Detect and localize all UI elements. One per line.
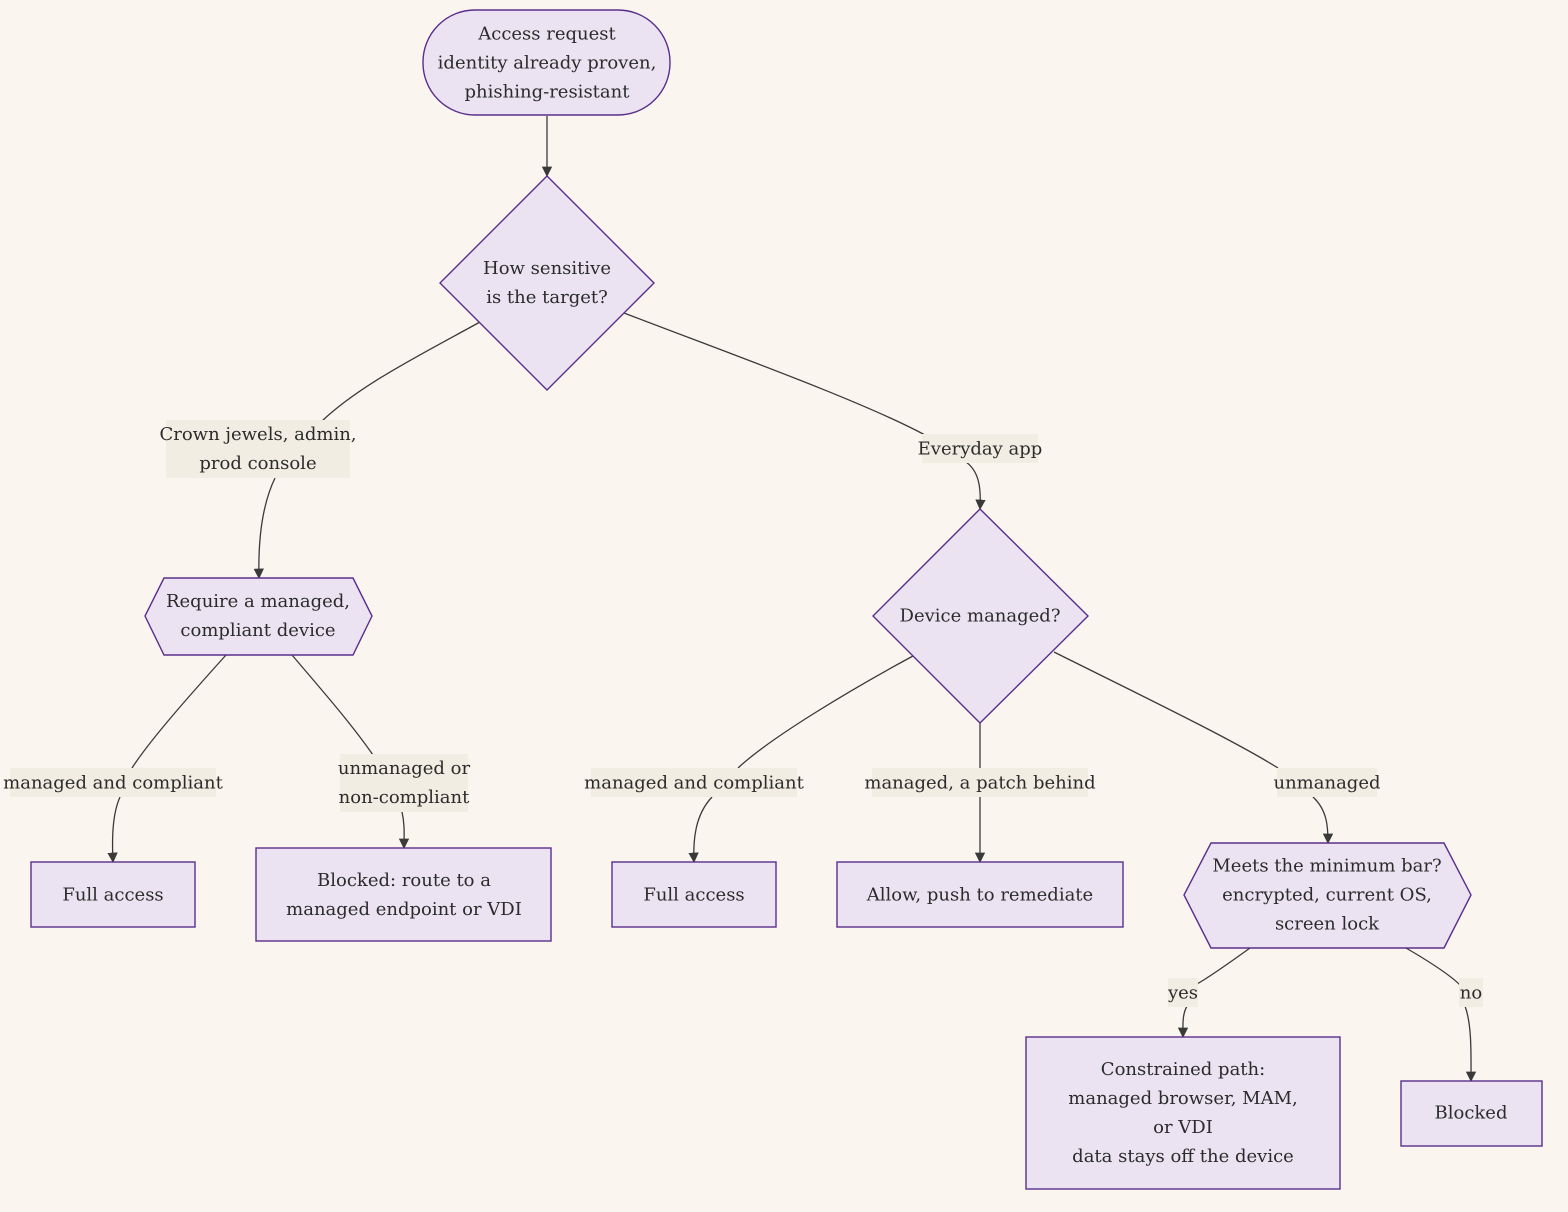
text-line: How sensitive xyxy=(483,258,611,279)
no-label-bg xyxy=(1459,978,1483,1007)
text-line: Crown jewels, admin, xyxy=(159,424,356,445)
edge-yes-label-to-constrained xyxy=(1177,1005,1189,1039)
edge-require-to-left-compliant-label xyxy=(131,654,227,769)
text-line: Access request xyxy=(477,24,616,45)
patch-behind-label-bg xyxy=(872,768,1088,797)
no-edge-label: no xyxy=(1460,983,1482,1004)
right-compliant-edge-label: managed and compliant xyxy=(584,773,804,794)
device-managed-decision-shape xyxy=(872,508,1089,724)
yes-edge-label: yes xyxy=(1167,983,1198,1004)
start-node-shape xyxy=(422,9,671,116)
noncompliant-label-bg xyxy=(340,754,468,812)
text-line: is the target? xyxy=(486,287,608,308)
noncompliant-edge-label: unmanaged or non-compliant xyxy=(338,758,471,808)
require-managed-hexagon xyxy=(144,577,373,656)
sensitivity-decision-label: How sensitive is the target? xyxy=(483,258,611,308)
text-line: Blocked: route to a xyxy=(317,870,491,891)
start-node-label: Access request identity already proven, ph… xyxy=(438,24,657,103)
crown-jewels-edge-label: Crown jewels, admin, prod console xyxy=(159,424,356,474)
text-line: Meets the minimum bar? xyxy=(1212,856,1441,877)
edge-minimum-bar-to-yes-label xyxy=(1194,947,1251,986)
edge-left-compliant-label-to-full xyxy=(107,796,121,864)
sensitivity-decision-shape xyxy=(439,175,655,391)
text-line: managed and compliant xyxy=(584,773,804,794)
blocked-route-label: Blocked: route to a managed endpoint or V… xyxy=(286,870,522,920)
full-access-left-label: Full access xyxy=(62,885,163,906)
edge-right-compliant-label-to-full xyxy=(688,796,713,864)
require-managed-label: Require a managed, compliant device xyxy=(166,591,350,641)
edge-crown-label-to-require xyxy=(253,477,276,580)
text-line: no xyxy=(1460,983,1482,1004)
text-line: identity already proven, xyxy=(438,53,657,74)
unmanaged-label-bg xyxy=(1277,768,1377,797)
full-access-right-label: Full access xyxy=(643,885,744,906)
blocked-box xyxy=(1400,1080,1543,1147)
everyday-label-bg xyxy=(922,434,1038,463)
device-managed-decision-label: Device managed? xyxy=(900,606,1061,627)
edge-no-label-to-blocked xyxy=(1464,1005,1477,1083)
text-line: managed endpoint or VDI xyxy=(286,899,522,920)
left-compliant-label-bg xyxy=(10,768,216,797)
patch-behind-edge-label: managed, a patch behind xyxy=(864,773,1095,794)
text-line: data stays off the device xyxy=(1072,1146,1294,1167)
blocked-route-box xyxy=(255,847,552,942)
text-line: unmanaged xyxy=(1273,773,1380,794)
edge-sensitivity-to-everyday-label xyxy=(623,312,926,436)
text-line: phishing-resistant xyxy=(465,82,631,103)
text-line: managed and compliant xyxy=(3,773,223,794)
text-line: Constrained path: xyxy=(1101,1059,1265,1080)
edge-unmanaged-label-to-minimum-bar xyxy=(1312,796,1334,845)
minimum-bar-hexagon xyxy=(1183,842,1472,949)
minimum-bar-label: Meets the minimum bar? encrypted, current… xyxy=(1212,856,1441,935)
text-line: managed, a patch behind xyxy=(864,773,1095,794)
edge-require-to-noncompliant-label xyxy=(291,654,374,756)
full-access-left-box xyxy=(30,861,196,928)
yes-label-bg xyxy=(1168,978,1198,1007)
text-line: Allow, push to remediate xyxy=(866,885,1093,906)
edges xyxy=(107,116,1477,1083)
edge-device-to-right-compliant-label xyxy=(737,655,914,769)
crown-jewels-label-bg xyxy=(166,420,350,478)
edge-device-to-unmanaged-label xyxy=(1053,651,1279,769)
nodes: Access request identity already proven, ph… xyxy=(30,9,1543,1190)
unmanaged-edge-label: unmanaged xyxy=(1273,773,1380,794)
text-line: unmanaged or xyxy=(338,758,471,779)
text-line: non-compliant xyxy=(339,787,470,808)
text-line: compliant device xyxy=(180,620,335,641)
edge-everyday-label-to-device xyxy=(965,461,986,511)
blocked-label: Blocked xyxy=(1435,1103,1508,1124)
edge-minimum-bar-to-no-label xyxy=(1405,947,1461,986)
text-line: screen lock xyxy=(1275,914,1380,935)
text-line: Full access xyxy=(643,885,744,906)
text-line: Blocked xyxy=(1435,1103,1508,1124)
text-line: Full access xyxy=(62,885,163,906)
allow-remediate-label: Allow, push to remediate xyxy=(866,885,1093,906)
right-compliant-label-bg xyxy=(591,768,797,797)
text-line: Device managed? xyxy=(900,606,1061,627)
allow-remediate-box xyxy=(836,861,1124,928)
full-access-right-box xyxy=(611,861,777,928)
text-line: encrypted, current OS, xyxy=(1222,885,1432,906)
left-compliant-edge-label: managed and compliant xyxy=(3,773,223,794)
text-line: yes xyxy=(1167,983,1198,1004)
constrained-path-label: Constrained path: managed browser, MAM, or… xyxy=(1068,1059,1297,1167)
edge-labels: Crown jewels, admin, prod console Everyda… xyxy=(3,420,1483,1007)
text-line: Everyday app xyxy=(918,439,1043,460)
edge-sensitivity-to-crown-label xyxy=(321,321,481,422)
everyday-edge-label: Everyday app xyxy=(918,439,1043,460)
text-line: prod console xyxy=(199,453,316,474)
constrained-path-box xyxy=(1025,1036,1341,1190)
edge-noncompliant-label-to-blocked-route xyxy=(398,811,410,850)
text-line: or VDI xyxy=(1153,1117,1213,1138)
text-line: Require a managed, xyxy=(166,591,350,612)
text-line: managed browser, MAM, xyxy=(1068,1088,1297,1109)
